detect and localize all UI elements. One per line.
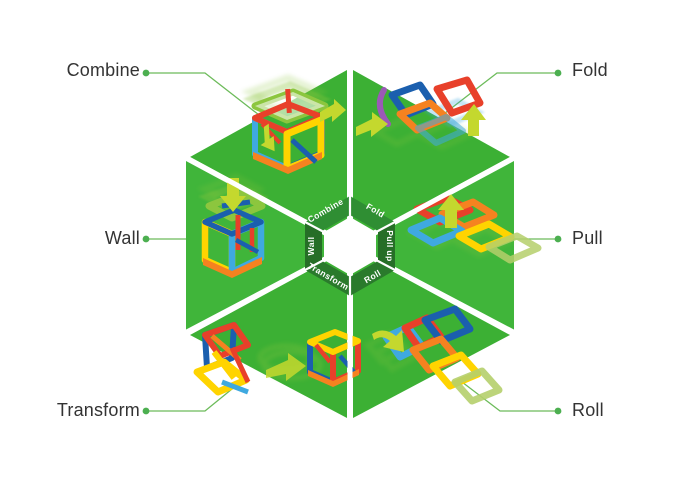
arrow-combine-down xyxy=(260,123,275,152)
inner-hex-ring xyxy=(303,194,397,298)
dot-pull xyxy=(554,235,562,243)
illustration-fold xyxy=(356,76,486,151)
arrow-transform xyxy=(266,353,306,381)
inner-facet-wall[interactable] xyxy=(305,222,322,270)
arrow-combine-right xyxy=(320,99,346,122)
connector-combine xyxy=(148,72,269,123)
label-pull[interactable]: Pull xyxy=(572,228,603,248)
arrow-fold-left xyxy=(356,112,388,137)
dot-fold xyxy=(554,69,562,77)
illustration-roll xyxy=(363,305,503,405)
label-transform[interactable]: Transform xyxy=(56,400,140,420)
arrow-fold-right xyxy=(461,104,486,136)
illustration-transform xyxy=(193,322,361,396)
illustration-combine xyxy=(241,74,346,174)
connector-roll xyxy=(461,381,556,412)
label-combine[interactable]: Combine xyxy=(66,60,140,80)
inner-facet-fold[interactable] xyxy=(350,196,395,231)
inner-facet-roll[interactable] xyxy=(350,261,395,296)
inner-facet-pull-up[interactable] xyxy=(378,222,395,270)
label-roll[interactable]: Roll xyxy=(572,400,604,420)
connector-dots xyxy=(142,69,562,415)
segment-fold[interactable] xyxy=(353,70,510,242)
arrow-pull-up xyxy=(438,194,464,228)
inner-label-wall: Wall xyxy=(306,237,316,256)
dot-wall xyxy=(142,235,150,243)
inner-facet-transform[interactable] xyxy=(305,261,350,296)
dot-roll xyxy=(554,407,562,415)
arrow-wall-down xyxy=(220,178,246,212)
inner-label-pull-up: Pull up xyxy=(385,230,395,261)
label-fold[interactable]: Fold xyxy=(572,60,608,80)
label-wall[interactable]: Wall xyxy=(104,228,140,248)
inner-hex-hole xyxy=(324,217,376,275)
dot-transform xyxy=(142,407,150,415)
inner-facet-combine[interactable] xyxy=(305,196,350,231)
arrow-roll xyxy=(372,330,404,352)
illustration-pull-up xyxy=(406,194,542,264)
dot-combine xyxy=(142,69,150,77)
